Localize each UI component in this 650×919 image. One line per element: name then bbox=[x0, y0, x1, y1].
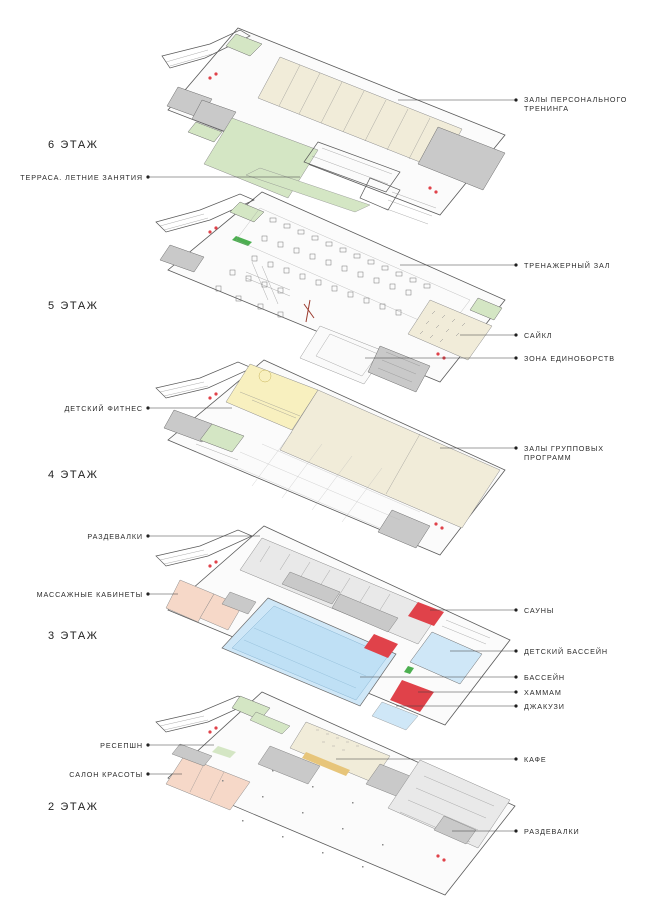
label-cycle: САЙКЛ bbox=[524, 331, 552, 340]
martial-arts-zone bbox=[299, 325, 387, 385]
callout-terrace: ТЕРРАСА. ЛЕТНИЕ ЗАНЯТИЯ bbox=[20, 173, 300, 182]
callout-massage: МАССАЖНЫЕ КАБИНЕТЫ bbox=[37, 590, 178, 599]
callout-cycle: САЙКЛ bbox=[460, 331, 552, 340]
callout-kids-fitness: ДЕТСКИЙ ФИТНЕС bbox=[64, 404, 232, 413]
callout-group-programs: ЗАЛЫ ГРУППОВЫХ ПРОГРАММ bbox=[440, 444, 604, 462]
callout-lockers-3: РАЗДЕВАЛКИ bbox=[87, 532, 260, 541]
label-lockers-3: РАЗДЕВАЛКИ bbox=[87, 532, 143, 541]
label-hammam: ХАММАМ bbox=[524, 688, 562, 697]
label-terrace: ТЕРРАСА. ЛЕТНИЕ ЗАНЯТИЯ bbox=[20, 173, 143, 182]
callout-hammam: ХАММАМ bbox=[418, 688, 562, 697]
floor-4-title: 4 ЭТАЖ bbox=[48, 469, 99, 481]
label-group-programs-2: ПРОГРАММ bbox=[524, 453, 572, 462]
locker-rooms-2 bbox=[387, 759, 511, 849]
label-martial-arts: ЗОНА ЕДИНОБОРСТВ bbox=[524, 354, 615, 363]
kids-pool bbox=[409, 631, 483, 685]
floor-2-plan bbox=[155, 691, 516, 896]
label-personal-training-1: ЗАЛЫ ПЕРСОНАЛЬНОГО bbox=[524, 95, 627, 104]
jacuzzi bbox=[371, 701, 419, 731]
reception-desk bbox=[212, 746, 236, 758]
floor-4-plan bbox=[155, 359, 506, 556]
label-jacuzzi: ДЖАКУЗИ bbox=[524, 702, 565, 711]
callout-martial-arts: ЗОНА ЕДИНОБОРСТВ bbox=[365, 354, 615, 363]
floor-6-plan bbox=[161, 27, 506, 225]
floor-3-title: 3 ЭТАЖ bbox=[48, 630, 99, 642]
label-massage: МАССАЖНЫЕ КАБИНЕТЫ bbox=[37, 590, 143, 599]
massage-rooms bbox=[165, 579, 215, 623]
beauty-salon bbox=[165, 755, 251, 811]
callout-kids-pool: ДЕТСКИЙ БАССЕЙН bbox=[450, 647, 608, 656]
callout-gym: ТРЕНАЖЕРНЫЙ ЗАЛ bbox=[400, 261, 610, 270]
gym-equipment bbox=[215, 217, 431, 318]
label-pool: БАССЕЙН bbox=[524, 673, 565, 682]
callout-personal-training: ЗАЛЫ ПЕРСОНАЛЬНОГО ТРЕНИНГА bbox=[398, 95, 627, 113]
floor-3-plan bbox=[155, 525, 511, 731]
callout-cafe: КАФЕ bbox=[336, 755, 547, 764]
callout-jacuzzi: ДЖАКУЗИ bbox=[396, 702, 565, 711]
label-cafe: КАФЕ bbox=[524, 755, 547, 764]
floor-5-title: 5 ЭТАЖ bbox=[48, 300, 99, 312]
floor-6-title: 6 ЭТАЖ bbox=[48, 139, 99, 151]
label-saunas: САУНЫ bbox=[524, 606, 554, 615]
label-group-programs-1: ЗАЛЫ ГРУППОВЫХ bbox=[524, 444, 604, 453]
floor-2-title: 2 ЭТАЖ bbox=[48, 801, 99, 813]
saunas bbox=[408, 602, 444, 626]
label-personal-training-2: ТРЕНИНГА bbox=[524, 104, 569, 113]
cycle-room bbox=[407, 299, 493, 361]
hammam bbox=[390, 680, 434, 712]
callout-saunas: САУНЫ bbox=[430, 606, 554, 615]
callout-lockers-2: РАЗДЕВАЛКИ bbox=[452, 827, 580, 836]
label-gym: ТРЕНАЖЕРНЫЙ ЗАЛ bbox=[524, 261, 610, 270]
label-lockers-2: РАЗДЕВАЛКИ bbox=[524, 827, 580, 836]
label-reception: РЕСЕПШН bbox=[100, 741, 143, 750]
label-kids-pool: ДЕТСКИЙ БАССЕЙН bbox=[524, 647, 608, 656]
label-beauty-salon: САЛОН КРАСОТЫ bbox=[69, 770, 143, 779]
label-kids-fitness: ДЕТСКИЙ ФИТНЕС bbox=[64, 404, 143, 413]
callout-reception: РЕСЕПШН bbox=[100, 741, 214, 750]
personal-training-dark-room bbox=[417, 126, 506, 191]
floor-6-wing bbox=[161, 29, 251, 69]
callout-pool: БАССЕЙН bbox=[360, 673, 565, 682]
floor-5-plan bbox=[155, 191, 506, 393]
kids-fitness-area bbox=[225, 363, 319, 431]
callout-beauty-salon: САЛОН КРАСОТЫ bbox=[69, 770, 182, 779]
group-programs-rooms bbox=[279, 389, 501, 529]
